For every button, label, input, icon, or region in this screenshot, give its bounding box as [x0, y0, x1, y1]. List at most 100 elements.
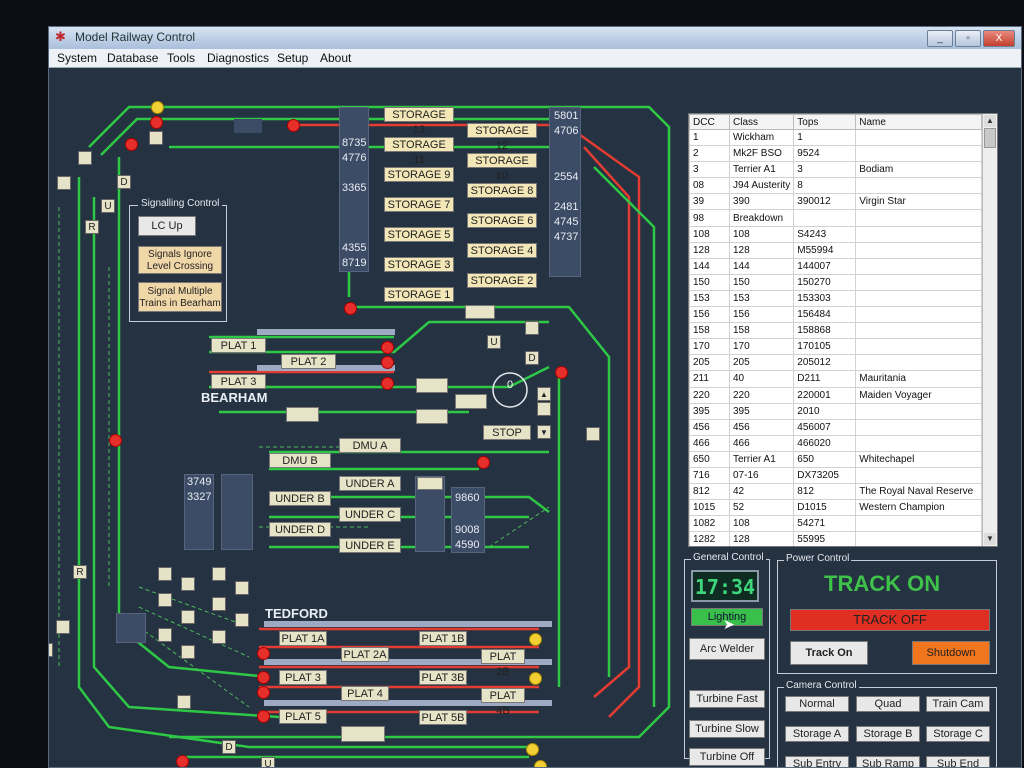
signal-red[interactable]: [287, 119, 300, 132]
under-b-label[interactable]: UNDER B: [269, 491, 331, 506]
under-e-label[interactable]: UNDER E: [339, 538, 401, 553]
turbine-slow-button[interactable]: Turbine Slow: [689, 720, 765, 738]
camera-sub-ramp-button[interactable]: Sub Ramp: [856, 756, 920, 767]
camera-quad-button[interactable]: Quad: [856, 696, 920, 712]
section-box[interactable]: [177, 695, 191, 709]
signal-yellow[interactable]: [534, 760, 547, 767]
marker-u[interactable]: U: [101, 199, 115, 213]
storage-6-label[interactable]: STORAGE 6: [467, 213, 537, 228]
lc-up-button[interactable]: LC Up: [138, 216, 196, 236]
signal-yellow[interactable]: [526, 743, 539, 756]
menu-tools[interactable]: Tools: [167, 51, 196, 65]
storage-7-label[interactable]: STORAGE 7: [384, 197, 454, 212]
signal-red[interactable]: [109, 434, 122, 447]
turntable-box[interactable]: [537, 402, 551, 416]
tedford-plat-1a[interactable]: PLAT 1A: [279, 631, 327, 646]
camera-train-cam-button[interactable]: Train Cam: [926, 696, 990, 712]
signal-red[interactable]: [555, 366, 568, 379]
maximize-button[interactable]: ▫: [955, 30, 981, 47]
storage-4-label[interactable]: STORAGE 4: [467, 243, 537, 258]
under-c-label[interactable]: UNDER C: [339, 507, 401, 522]
menu-system[interactable]: System: [57, 51, 98, 65]
tedford-plat-5b[interactable]: PLAT 5B: [419, 710, 467, 725]
column-header-class[interactable]: Class: [728, 114, 795, 130]
tedford-plat-4b[interactable]: PLAT 4B: [481, 688, 525, 717]
section-box[interactable]: [78, 151, 92, 165]
signal-red[interactable]: [150, 116, 163, 129]
yard-box[interactable]: [212, 630, 226, 644]
tedford-plat-5[interactable]: PLAT 5: [279, 709, 327, 724]
signal-red[interactable]: [176, 755, 189, 767]
signal-red[interactable]: [477, 456, 490, 469]
turbine-fast-button[interactable]: Turbine Fast: [689, 690, 765, 708]
menu-diagnostics[interactable]: Diagnostics: [207, 51, 270, 65]
track-on-button[interactable]: Track On: [790, 641, 868, 665]
menu-database[interactable]: Database: [107, 51, 159, 65]
turntable[interactable]: [492, 372, 528, 408]
column-header-tops[interactable]: Tops: [793, 114, 857, 130]
yard-box[interactable]: [158, 593, 172, 607]
bearham-plat-3[interactable]: PLAT 3: [211, 374, 266, 389]
storage-2-label[interactable]: STORAGE 2: [467, 273, 537, 288]
section-box[interactable]: [286, 407, 319, 422]
yard-box[interactable]: [235, 613, 249, 627]
marker-r[interactable]: R: [85, 220, 99, 234]
section-box[interactable]: [416, 378, 448, 393]
column-header-name[interactable]: Name: [855, 114, 982, 130]
section-box[interactable]: [341, 726, 385, 742]
scroll-down-arrow-icon[interactable]: ▼: [984, 533, 996, 545]
signal-red[interactable]: [257, 647, 270, 660]
storage-5-label[interactable]: STORAGE 5: [384, 227, 454, 242]
storage-12-label[interactable]: STORAGE 12: [467, 123, 537, 152]
signal-red[interactable]: [381, 356, 394, 369]
tedford-plat-4[interactable]: PLAT 4: [341, 686, 389, 701]
section-box[interactable]: [525, 321, 539, 335]
table-scrollbar[interactable]: ▲ ▼: [982, 114, 997, 546]
section-box[interactable]: [465, 305, 495, 319]
section-box[interactable]: [49, 643, 53, 657]
signal-red[interactable]: [125, 138, 138, 151]
signals-ignore-level-crossing-button[interactable]: Signals Ignore Level Crossing: [138, 246, 222, 274]
signal-red[interactable]: [381, 377, 394, 390]
camera-storage-c-button[interactable]: Storage C: [926, 726, 990, 742]
lighting-button[interactable]: Lighting: [691, 608, 763, 626]
storage-10-label[interactable]: STORAGE 10: [467, 153, 537, 182]
under-d-label[interactable]: UNDER D: [269, 522, 331, 537]
signal-yellow[interactable]: [529, 672, 542, 685]
camera-storage-a-button[interactable]: Storage A: [785, 726, 849, 742]
signal-yellow[interactable]: [151, 101, 164, 114]
section-box[interactable]: [586, 427, 600, 441]
section-box[interactable]: [417, 477, 443, 490]
storage-13-label[interactable]: STORAGE 13: [384, 107, 454, 136]
section-box[interactable]: [416, 409, 448, 424]
yard-box[interactable]: [212, 567, 226, 581]
tedford-plat-3[interactable]: PLAT 3: [279, 670, 327, 685]
storage-3-label[interactable]: STORAGE 3: [384, 257, 454, 272]
turntable-up-arrow-icon[interactable]: ▲: [537, 387, 551, 401]
camera-storage-b-button[interactable]: Storage B: [856, 726, 920, 742]
marker-d[interactable]: D: [222, 740, 236, 754]
camera-normal-button[interactable]: Normal: [785, 696, 849, 712]
column-header-dcc[interactable]: DCC: [689, 114, 730, 130]
tedford-plat-1b[interactable]: PLAT 1B: [419, 631, 467, 646]
signal-red[interactable]: [257, 710, 270, 723]
shutdown-button[interactable]: Shutdown: [912, 641, 990, 665]
camera-sub-end-button[interactable]: Sub End: [926, 756, 990, 767]
yard-box[interactable]: [158, 567, 172, 581]
